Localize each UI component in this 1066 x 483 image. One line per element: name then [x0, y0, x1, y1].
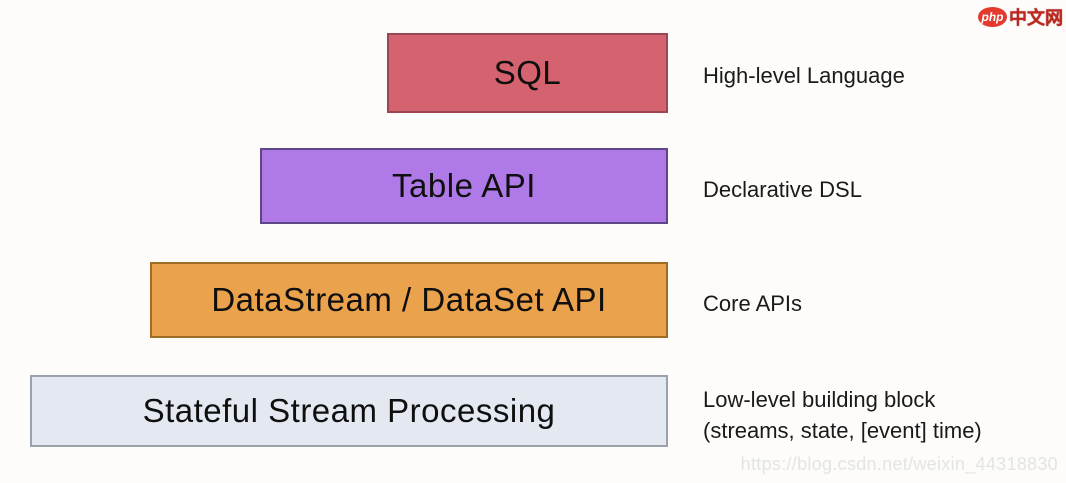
layer-box-datastream-dataset-api-label: DataStream / DataSet API [211, 281, 607, 318]
side-label-low-level-line1: Low-level building block [703, 387, 936, 412]
side-label-low-level-line2: (streams, state, [event] time) [703, 418, 982, 443]
php-logo-site-name: 中文网 [1009, 8, 1063, 28]
layer-box-stateful-stream-processing-label: Stateful Stream Processing [142, 392, 556, 429]
layer-box-stateful-stream-processing: Stateful Stream Processing [30, 375, 668, 447]
layer-box-sql: SQL [387, 33, 668, 113]
side-label-core-apis: Core APIs [703, 291, 803, 316]
php-logo-badge-icon: php [978, 7, 1007, 27]
side-label-low-level-building-block: Low-level building block (streams, state… [703, 384, 982, 446]
side-label-high-level-language: High-level Language [703, 63, 905, 88]
watermark-url: https://blog.csdn.net/weixin_44318830 [740, 454, 1058, 474]
layer-box-datastream-dataset-api: DataStream / DataSet API [150, 262, 668, 338]
php-cn-logo: php 中文网 [978, 4, 1063, 30]
layer-box-sql-label: SQL [493, 54, 562, 91]
layer-box-table-api-label: Table API [392, 167, 536, 204]
side-label-declarative-dsl: Declarative DSL [703, 177, 862, 202]
layer-box-table-api: Table API [260, 148, 668, 224]
